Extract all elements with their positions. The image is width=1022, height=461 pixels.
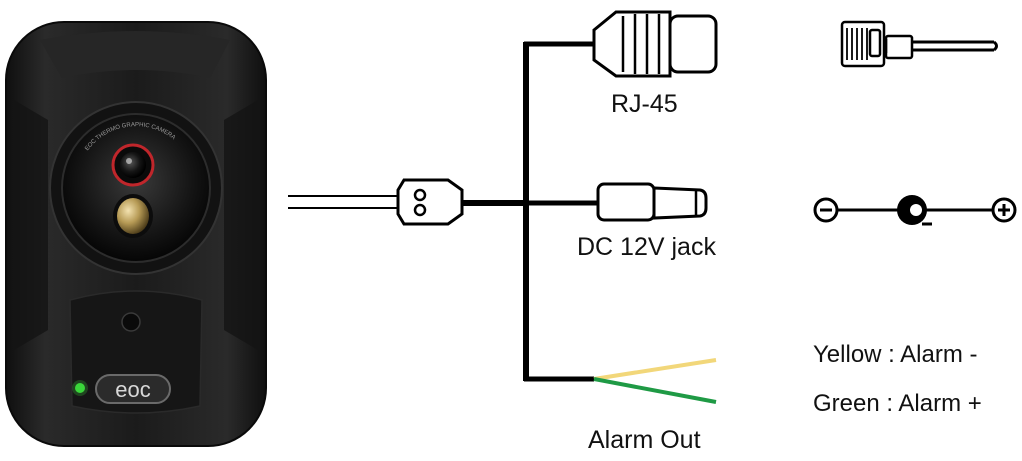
branch-lines <box>523 41 598 382</box>
minus-icon <box>813 197 839 223</box>
sensor-hole <box>121 312 141 332</box>
rj45-plug-icon <box>840 20 998 68</box>
dc-polarity-icon <box>813 195 1017 226</box>
status-led <box>75 383 85 393</box>
plus-icon <box>991 197 1017 223</box>
dc-jack-label: DC 12V jack <box>577 233 716 261</box>
main-cable <box>288 178 526 226</box>
alarm-out-label: Alarm Out <box>588 426 701 454</box>
legend-green: Green : Alarm + <box>813 390 982 417</box>
camera-top-panel <box>40 31 230 78</box>
green-wire <box>593 377 717 404</box>
thermal-camera: EOC THERMO GRAPHIC CAMERA eoc <box>5 21 267 447</box>
rj45-label: RJ-45 <box>611 90 678 118</box>
logo-badge <box>95 374 171 404</box>
yellow-wire <box>593 358 717 381</box>
rj45-connector <box>592 10 718 78</box>
alarm-wires <box>593 358 717 404</box>
dc-jack-connector <box>596 182 708 222</box>
cable-splitter <box>396 178 464 226</box>
legend-yellow: Yellow : Alarm - <box>813 341 978 368</box>
brand-logo: eoc <box>115 377 150 402</box>
